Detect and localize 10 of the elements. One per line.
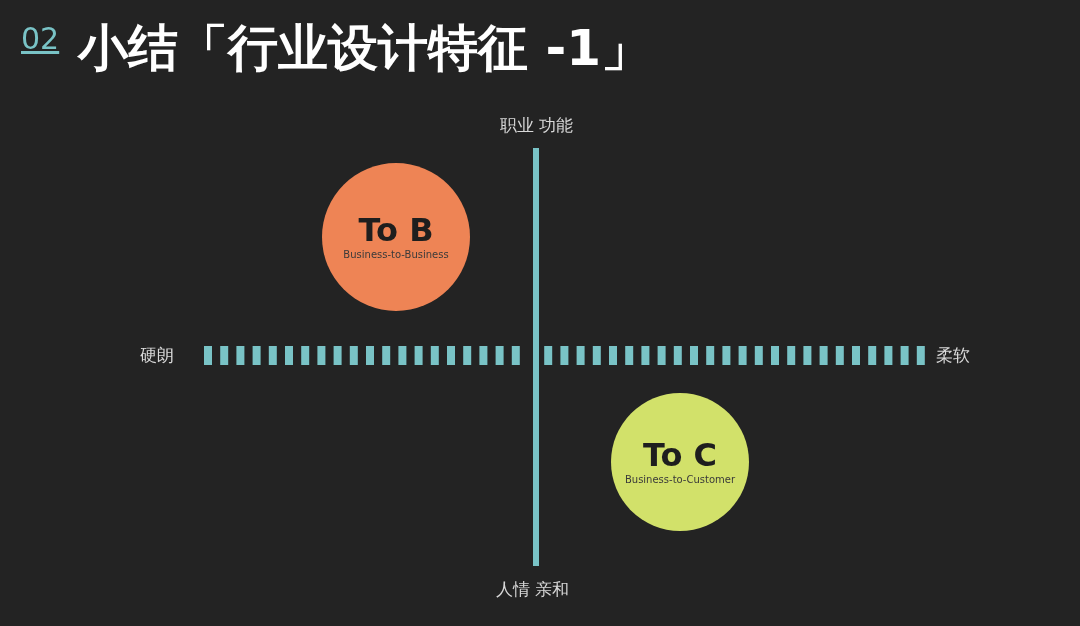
circle-subtitle: Business-to-Customer (624, 473, 736, 487)
title: 小结「行业设计特征 -1」 (78, 18, 651, 79)
circle-heading: To C (642, 437, 718, 473)
axis-label: 柔软 (936, 345, 970, 365)
circle-subtitle: Business-to-Business (343, 248, 449, 262)
axis-label: 职业 功能 (500, 115, 574, 135)
axis-label: 硬朗 (140, 345, 174, 365)
axis-label: 人情 亲和 (496, 579, 570, 599)
section-number: 02 (21, 22, 60, 56)
circle-heading: To B (358, 212, 434, 248)
